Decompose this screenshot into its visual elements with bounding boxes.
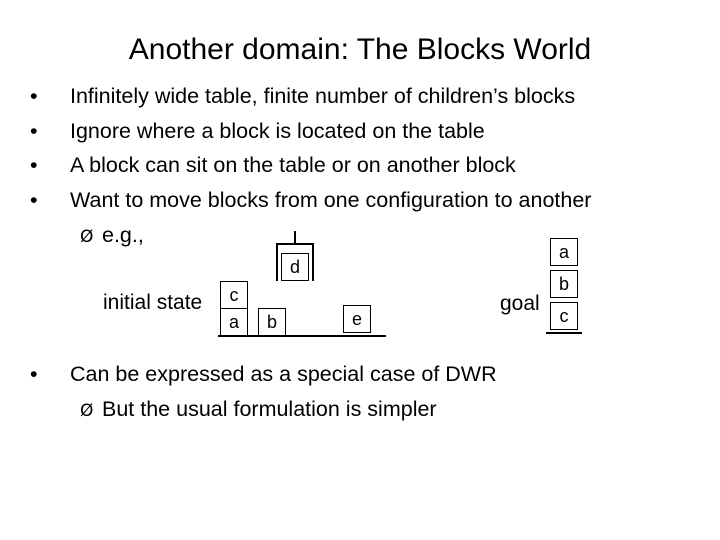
- bullet-item: • A block can sit on the table or on anot…: [30, 150, 516, 180]
- block-e: e: [343, 305, 371, 333]
- gripper-right-finger: [312, 243, 314, 281]
- bullet-dot: •: [30, 362, 38, 386]
- block-b: b: [258, 308, 286, 336]
- gripper-left-finger: [276, 243, 278, 281]
- sub-bullet-text: But the usual formulation is simpler: [102, 397, 437, 421]
- bullet-text: Infinitely wide table, finite number of …: [70, 84, 576, 108]
- bullet-text: Can be expressed as a special case of DW…: [70, 362, 497, 386]
- block-d: d: [281, 253, 309, 281]
- bullet-item: • Want to move blocks from one configurat…: [30, 185, 591, 215]
- gripper-bar: [276, 243, 314, 245]
- block-c: c: [220, 281, 248, 309]
- bullet-item: • Infinitely wide table, finite number of…: [30, 81, 575, 111]
- bullet-item: • Can be expressed as a special case of D…: [30, 359, 497, 389]
- gripper-rod: [294, 231, 296, 244]
- bullet-dot: •: [30, 188, 38, 212]
- table-surface: [218, 335, 386, 337]
- goal-block-b: b: [550, 270, 578, 298]
- bullet-text: A block can sit on the table or on anoth…: [70, 153, 516, 177]
- bullet-dot: •: [30, 153, 38, 177]
- block-a: a: [220, 308, 248, 336]
- goal-table-surface: [546, 332, 582, 334]
- bullet-text: Want to move blocks from one configurati…: [70, 188, 592, 212]
- arrow-bullet-icon: Ø: [80, 401, 94, 421]
- arrow-bullet-icon: Ø: [80, 227, 94, 247]
- slide-title: Another domain: The Blocks World: [128, 33, 592, 66]
- sub-bullet-item: Ø But the usual formulation is simpler: [80, 394, 437, 426]
- bullet-item: • Ignore where a block is located on the …: [30, 116, 485, 146]
- bullet-text: Ignore where a block is located on the t…: [70, 119, 485, 143]
- bullet-dot: •: [30, 84, 38, 108]
- initial-state-label: initial state: [103, 291, 203, 314]
- goal-label: goal: [500, 292, 540, 315]
- goal-block-a: a: [550, 238, 578, 266]
- sub-bullet-text: e.g.,: [102, 223, 144, 247]
- goal-block-c: c: [550, 302, 578, 330]
- bullet-dot: •: [30, 119, 38, 143]
